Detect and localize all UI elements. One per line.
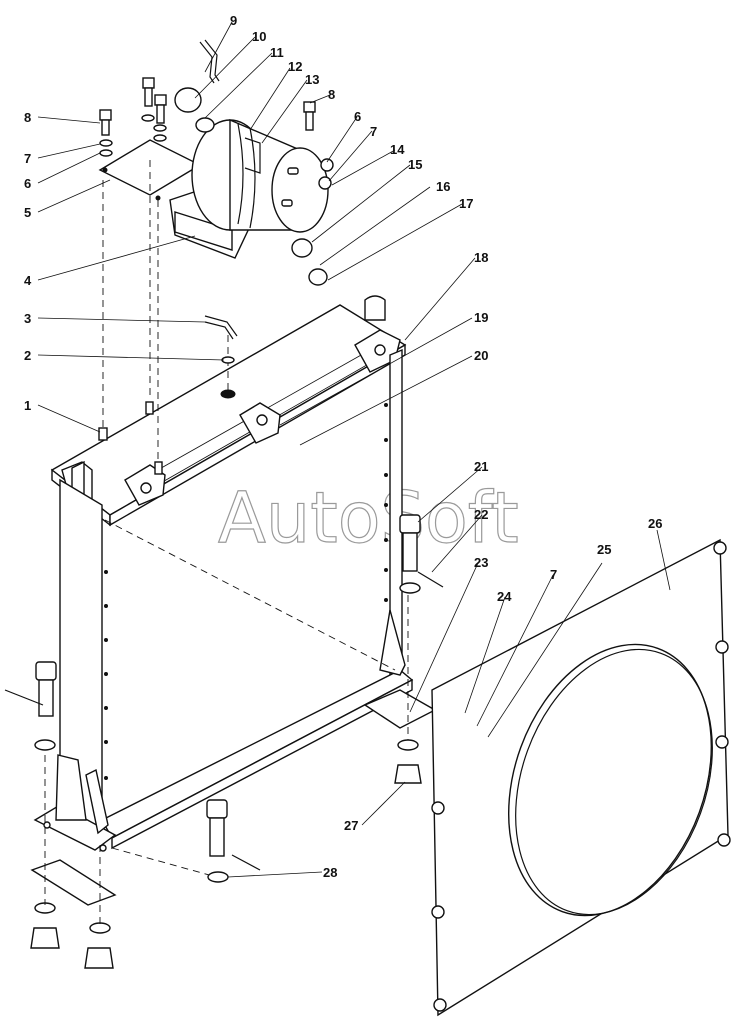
callout-7c: 7 bbox=[550, 567, 557, 582]
callout-6b: 6 bbox=[354, 109, 361, 124]
callout-16: 16 bbox=[436, 179, 450, 194]
callout-labels: 1 2 3 4 5 6 7 8 9 10 11 12 13 8 6 7 14 1… bbox=[24, 13, 662, 880]
callout-12: 12 bbox=[288, 59, 302, 74]
callout-5: 5 bbox=[24, 205, 31, 220]
callout-8b: 8 bbox=[328, 87, 335, 102]
radiator-assembly bbox=[33, 295, 437, 879]
callout-7b: 7 bbox=[370, 124, 377, 139]
callout-27: 27 bbox=[344, 818, 358, 833]
callout-15: 15 bbox=[408, 157, 422, 172]
callout-9: 9 bbox=[230, 13, 237, 28]
callout-1: 1 bbox=[24, 398, 31, 413]
callout-23: 23 bbox=[474, 555, 488, 570]
watermark: AutoSoft bbox=[218, 477, 519, 559]
callout-8: 8 bbox=[24, 110, 31, 125]
callout-20: 20 bbox=[474, 348, 488, 363]
callout-26: 26 bbox=[648, 516, 662, 531]
shroud-bolts bbox=[431, 541, 731, 1012]
callout-10: 10 bbox=[252, 29, 266, 44]
callout-17: 17 bbox=[459, 196, 473, 211]
fan-shroud bbox=[431, 538, 731, 1017]
callout-3: 3 bbox=[24, 311, 31, 326]
callout-11: 11 bbox=[270, 45, 284, 60]
callout-4: 4 bbox=[24, 273, 32, 288]
callout-25: 25 bbox=[597, 542, 611, 557]
callout-13: 13 bbox=[305, 72, 319, 87]
callout-21: 21 bbox=[474, 459, 488, 474]
expansion-tank-assembly bbox=[98, 39, 334, 475]
callout-22: 22 bbox=[474, 507, 488, 522]
callout-6: 6 bbox=[24, 176, 31, 191]
leader-lines bbox=[37, 21, 671, 878]
callout-2: 2 bbox=[24, 348, 31, 363]
callout-28: 28 bbox=[323, 865, 337, 880]
callout-18: 18 bbox=[474, 250, 488, 265]
callout-14: 14 bbox=[390, 142, 405, 157]
callout-24: 24 bbox=[497, 589, 512, 604]
callout-7: 7 bbox=[24, 151, 31, 166]
callout-19: 19 bbox=[474, 310, 488, 325]
